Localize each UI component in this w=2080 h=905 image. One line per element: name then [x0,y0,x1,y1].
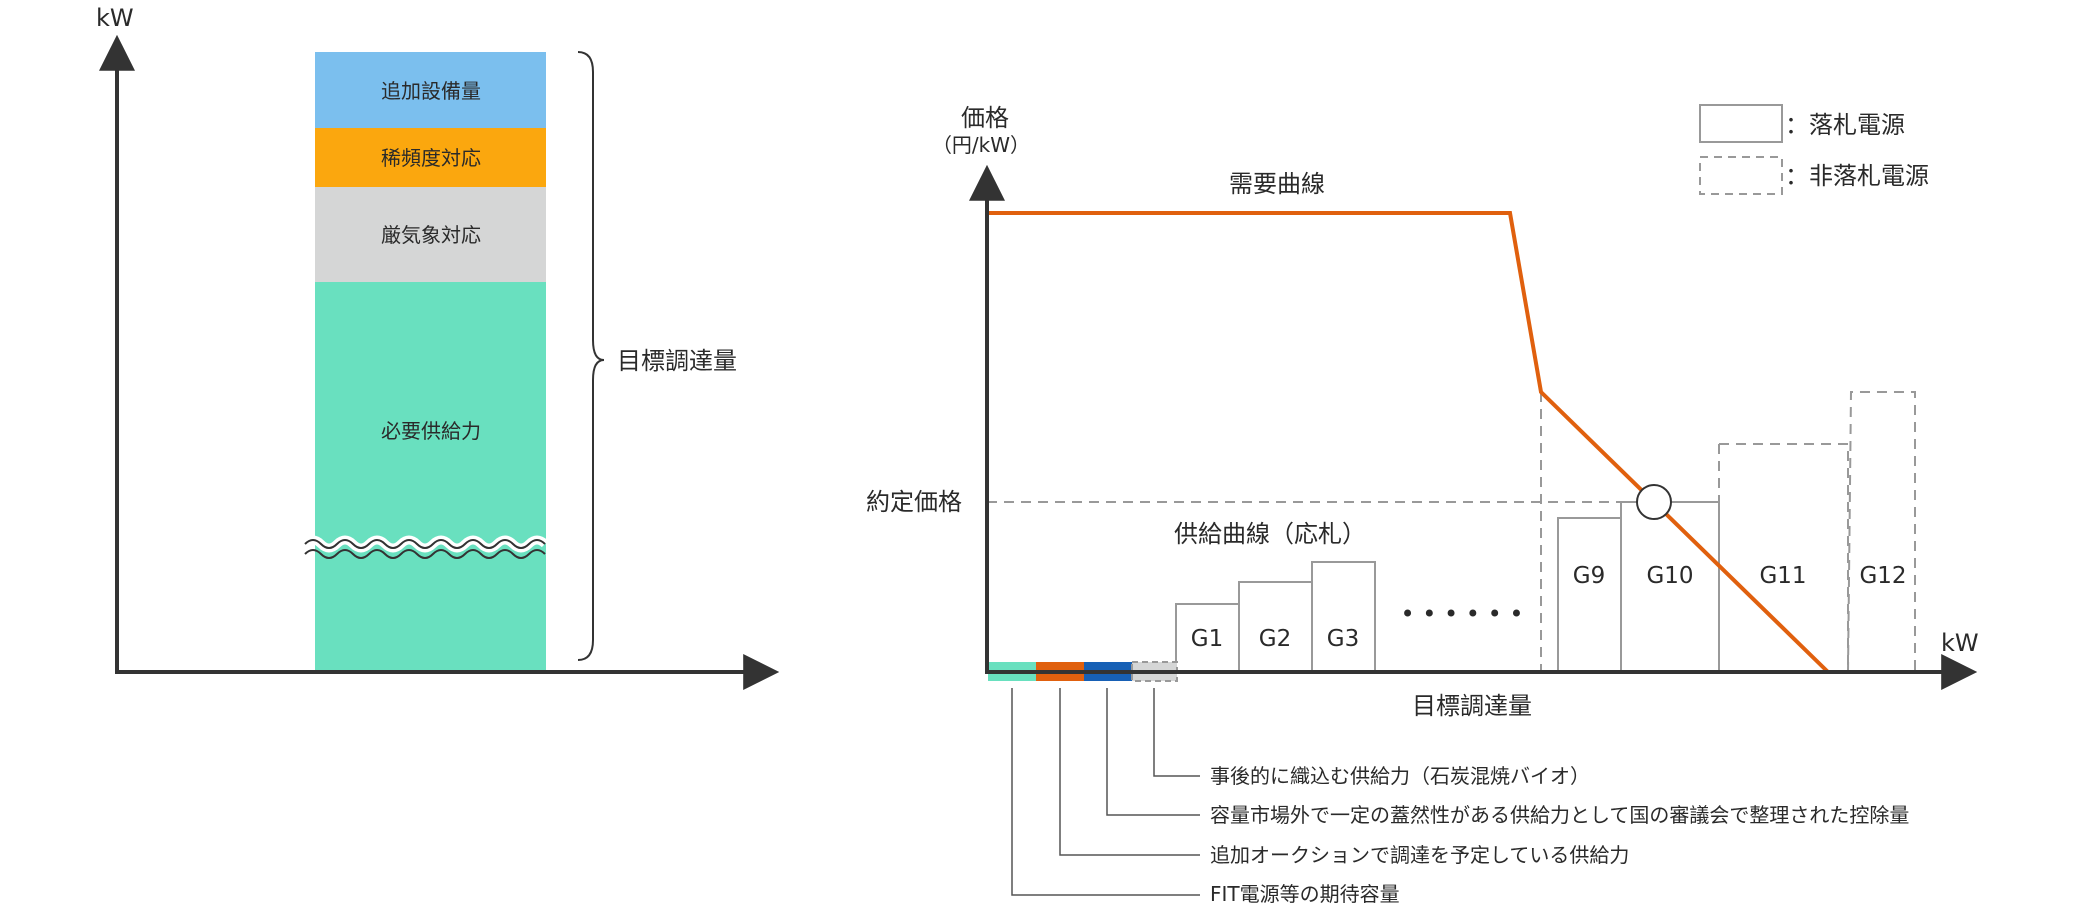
leader-line-fit [1011,688,1200,896]
clearing-point [1636,484,1672,520]
demand-curve [987,211,1830,674]
segment-severe-weather [315,187,546,282]
segment-label: 厳気象対応 [381,223,481,247]
generator-bar-g3 [1311,561,1376,673]
generator-bar-g12 [1847,391,1916,673]
generator-label: G9 [1573,563,1605,589]
right-y-axis-unit: （円/kW） [932,133,1030,157]
supply-curve-label: 供給曲線（応札） [1174,520,1366,548]
deduction-label: 事後的に織込む供給力（石炭混焼バイオ） [1210,764,1590,788]
target-bracket [577,51,605,661]
legend-solid-swatch [1699,104,1783,143]
legend-label: ：落札電源 [1785,111,1905,139]
leader-line-auction [1059,688,1200,856]
segment-label: 追加設備量 [381,79,481,103]
generator-label: G1 [1191,626,1223,652]
clearing-price-label: 約定価格 [866,488,962,516]
right-x-axis-unit: kW [1941,629,1979,657]
target-bracket-label: 目標調達量 [617,347,737,375]
leader-line-council [1106,688,1200,816]
leader-line-biomass [1153,688,1200,777]
segment-required-supply [315,282,546,671]
segment-label: 稀頻度対応 [381,146,481,170]
deduction-label: FIT電源等の期待容量 [1210,882,1400,905]
legend-dashed-swatch [1699,156,1783,195]
generator-bar-g9 [1557,517,1622,673]
demand-curve-label: 需要曲線 [1229,170,1325,198]
right-y-axis-title: 価格 [961,104,1009,132]
legend-label: ：非落札電源 [1785,162,1929,190]
left-y-axis-unit: kW [96,4,134,32]
right-diagram: ：落札電源 ：非落札電源 価格 （円/kW） 約定価格 G1 G2 G3 G9 … [866,104,1979,905]
generator-label: G3 [1327,626,1359,652]
generator-label: G10 [1646,563,1693,589]
segment-label: 必要供給力 [381,419,481,443]
deduction-label: 追加オークションで調達を予定している供給力 [1210,843,1629,867]
generator-ellipsis: • • • • • • [1400,600,1523,628]
left-diagram: 追加設備量 稀頻度対応 厳気象対応 必要供給力 kW 目標調達量 [96,4,780,690]
deduction-label: 容量市場外で一定の蓋然性がある供給力として国の審議会で整理された控除量 [1210,803,1909,827]
right-x-axis-label: 目標調達量 [1412,692,1532,720]
generator-bar-g11 [1719,443,1849,672]
segment-additional-capacity [315,52,546,128]
generator-label: G2 [1259,626,1291,652]
generator-label: G11 [1759,563,1806,589]
generator-label: G12 [1859,563,1906,589]
segment-rare-event [315,128,546,187]
